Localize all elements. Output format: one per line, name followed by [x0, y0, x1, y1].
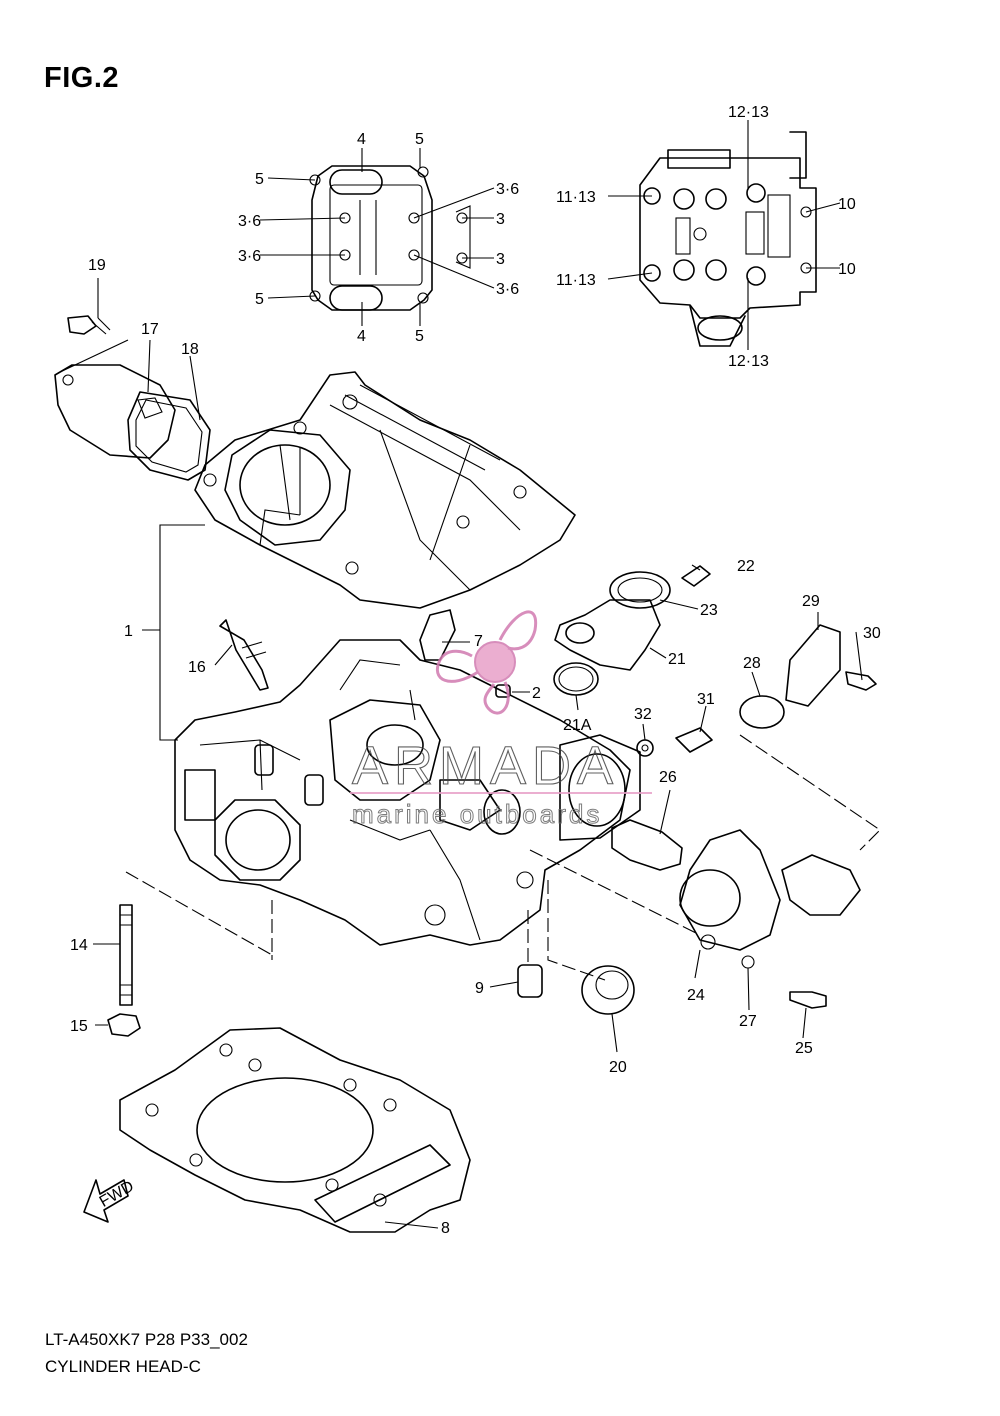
- watermark-tagline: marine outboards: [352, 799, 602, 829]
- callout-5-d: 5: [415, 328, 424, 345]
- callout-17: 17: [141, 321, 159, 338]
- forward-arrow-badge: FWD: [83, 1178, 137, 1223]
- callout-4-b: 4: [357, 328, 366, 345]
- callout-20: 20: [609, 1059, 627, 1076]
- figure-title: FIG.2: [44, 62, 120, 94]
- callout-5-a: 5: [255, 171, 264, 188]
- diagram-code: LT-A450XK7 P28 P33_002: [45, 1330, 248, 1349]
- callout-22: 22: [737, 558, 755, 575]
- cylinder-head-top-view: [639, 131, 817, 347]
- callout-10-b: 10: [838, 261, 856, 278]
- callout-18: 18: [181, 341, 199, 358]
- callout-10-a: 10: [838, 196, 856, 213]
- callout-3-b: 3: [496, 251, 505, 268]
- callout-14: 14: [70, 937, 88, 954]
- watermark-brand: ARMADA: [352, 736, 619, 796]
- callout-3-6-b: 3·6: [496, 281, 519, 298]
- callout-23: 23: [700, 602, 718, 619]
- callout-24: 24: [687, 987, 705, 1004]
- small-parts: [107, 565, 877, 1037]
- cylinder-head-cover: [194, 371, 576, 609]
- callout-12-13-a: 12·13: [728, 104, 769, 121]
- callout-32: 32: [634, 706, 652, 723]
- head-cover-top-view: [309, 165, 471, 311]
- callout-25: 25: [795, 1040, 813, 1057]
- callout-16: 16: [188, 659, 206, 676]
- callout-3-a: 3: [496, 211, 505, 228]
- callout-3-6-a: 3·6: [496, 181, 519, 198]
- callout-21a: 21A: [563, 717, 592, 734]
- callout-27: 27: [739, 1013, 757, 1030]
- callout-11-13-b: 11·13: [556, 272, 596, 289]
- callout-21: 21: [668, 651, 686, 668]
- callout-4-a: 4: [357, 131, 366, 148]
- callout-3-6-d: 3·6: [238, 248, 261, 265]
- callout-12-13-b: 12·13: [728, 353, 769, 370]
- cylinder-head-gasket: [119, 1027, 471, 1233]
- diagram-name: CYLINDER HEAD-C: [45, 1357, 201, 1376]
- cover-plate-and-gasket: [54, 315, 211, 481]
- leader-lines: [57, 120, 881, 1229]
- watermark: ARMADA marine outboards: [350, 610, 652, 830]
- callout-31: 31: [697, 691, 715, 708]
- callout-labels: 1 2 3 3 3·6 3·6 3·6 3·6 4 4 5 5 5 5 7 8 …: [70, 104, 881, 1237]
- callout-26: 26: [659, 769, 677, 786]
- callout-19: 19: [88, 257, 106, 274]
- callout-15: 15: [70, 1018, 88, 1035]
- callout-30: 30: [863, 625, 881, 642]
- callout-29: 29: [802, 593, 820, 610]
- callout-3-6-c: 3·6: [238, 213, 261, 230]
- propeller-logo: [436, 610, 538, 715]
- callout-28: 28: [743, 655, 761, 672]
- callout-1: 1: [124, 623, 133, 640]
- callout-8: 8: [441, 1220, 450, 1237]
- callout-7: 7: [474, 633, 483, 650]
- callout-2: 2: [532, 685, 541, 702]
- callout-5-c: 5: [415, 131, 424, 148]
- callout-11-13-a: 11·13: [556, 189, 596, 206]
- fwd-badge-text: FWD: [97, 1178, 137, 1211]
- cylinder-head: [174, 639, 641, 946]
- callout-9: 9: [475, 980, 484, 997]
- callout-5-b: 5: [255, 291, 264, 308]
